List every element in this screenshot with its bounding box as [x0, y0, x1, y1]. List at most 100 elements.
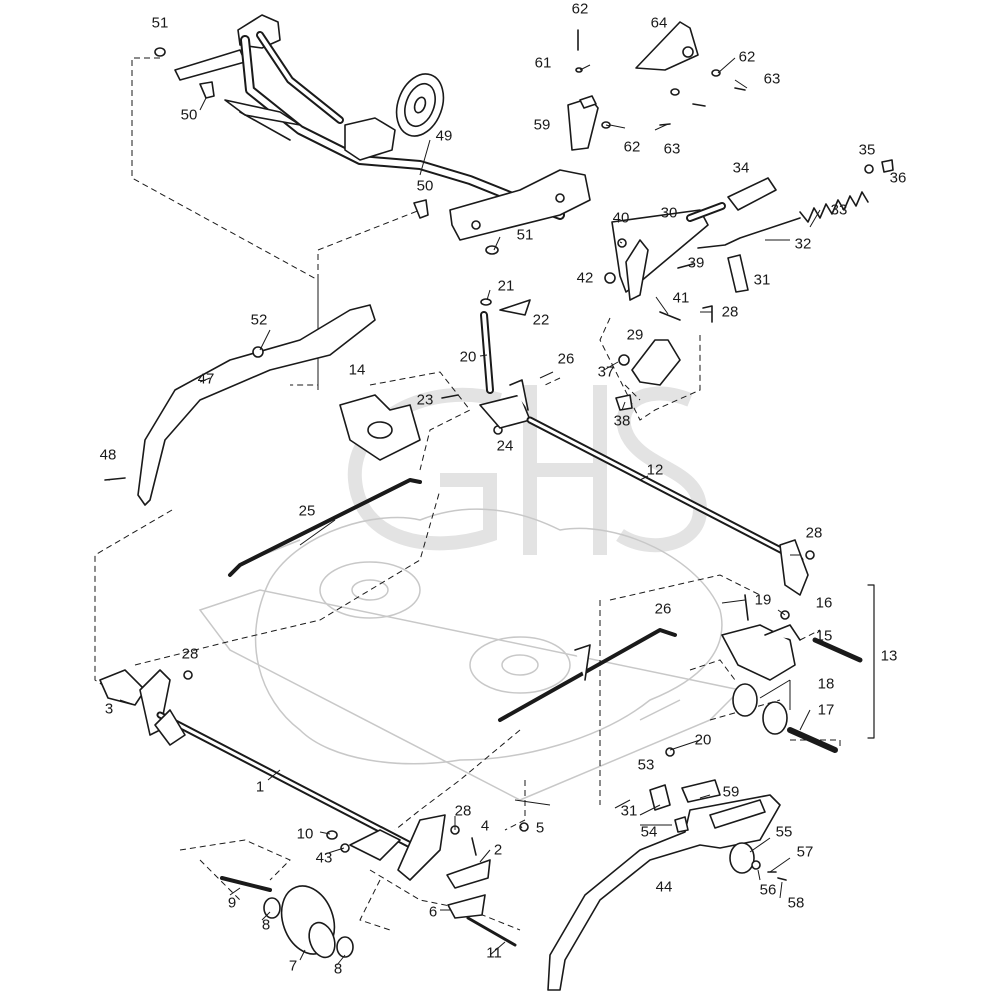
bearing-8-a — [263, 897, 281, 919]
mower-deck-outline — [198, 508, 742, 801]
washer-11 — [326, 830, 338, 840]
bolt-9 — [220, 876, 272, 892]
roller-18-a — [732, 683, 758, 717]
pin-17 — [787, 727, 838, 753]
callout-19: 19 — [754, 591, 772, 609]
screw-63-d — [692, 103, 706, 107]
washer-56 — [751, 860, 761, 870]
callout-28-axle: 28 — [454, 802, 472, 820]
callout-11: 10 — [296, 825, 314, 843]
callout-2: 2 — [493, 841, 503, 859]
washer-39 — [618, 354, 630, 366]
bolt-43 — [659, 311, 681, 321]
roller-18-b — [762, 701, 788, 735]
callout-6: 6 — [428, 903, 438, 921]
callout-50-low: 50 — [416, 177, 434, 195]
callout-43: 41 — [672, 289, 690, 307]
callout-26: 26 — [654, 600, 672, 618]
wheel-7-hub — [308, 921, 336, 959]
nut-5 — [519, 822, 529, 832]
callout-20: 20 — [694, 731, 712, 749]
cross-rod-12-inner — [528, 418, 802, 562]
callout-32: 30 — [660, 204, 678, 222]
callout-17: 17 — [817, 701, 835, 719]
bolt-50-lower — [413, 199, 429, 219]
washer-62-d — [670, 88, 680, 96]
callout-39: 37 — [597, 363, 615, 381]
callout-63-low: 63 — [663, 140, 681, 158]
link-2 — [446, 859, 491, 889]
callout-37: 35 — [858, 141, 876, 159]
washer-62-b — [711, 69, 721, 77]
bracket-12-left-ear — [509, 379, 529, 411]
callout-15: 15 — [815, 627, 833, 645]
nut-38 — [881, 159, 894, 173]
callout-49: 49 — [435, 127, 453, 145]
bracket-29 — [631, 339, 681, 386]
callout-55: 55 — [775, 823, 793, 841]
callout-44: 42 — [576, 269, 594, 287]
washer-44 — [604, 272, 616, 284]
pin-15 — [812, 637, 863, 663]
callout-18: 18 — [817, 675, 835, 693]
callout-38: 36 — [889, 169, 907, 187]
bracket-13 — [721, 624, 796, 681]
washer-62-a — [575, 67, 583, 73]
axle-1-end — [154, 709, 186, 746]
screw-63-c — [659, 123, 671, 126]
callout-42: 40 — [612, 209, 630, 227]
callout-28-front: 28 — [181, 645, 199, 663]
callout-47: 47 — [197, 370, 215, 388]
callout-36: 34 — [732, 159, 750, 177]
callout-61: 59 — [533, 116, 551, 134]
pin-40 — [615, 394, 633, 411]
callout-54: 54 — [640, 823, 658, 841]
callout-25: 24 — [496, 437, 514, 455]
callout-51-top: 51 — [151, 14, 169, 32]
washer-51-top — [154, 47, 166, 57]
callout-48: 48 — [99, 446, 117, 464]
bracket-3 — [99, 669, 146, 706]
callout-5: 5 — [535, 819, 545, 837]
pin-24 — [441, 394, 459, 399]
cap-59 — [681, 779, 721, 803]
callout-8-left: 8 — [261, 916, 271, 934]
clip-23 — [499, 299, 531, 316]
washer-37 — [864, 164, 874, 174]
callout-9: 9 — [227, 894, 237, 912]
callout-31: 31 — [620, 802, 638, 820]
callout-52: 52 — [250, 311, 268, 329]
callout-8-right: 8 — [333, 960, 343, 978]
rod-26-hanger — [574, 644, 591, 681]
callout-27: 25 — [298, 502, 316, 520]
callout-41: 39 — [687, 254, 705, 272]
callout-29: 29 — [626, 326, 644, 344]
grip-36 — [727, 177, 777, 211]
callout-28-rear: 28 — [805, 524, 823, 542]
callout-13: 13 — [880, 647, 898, 665]
nut-20 — [665, 747, 675, 757]
part-shapes — [99, 14, 894, 991]
callout-58: 58 — [787, 894, 805, 912]
callout-51-low: 51 — [516, 226, 534, 244]
callout-62-right: 62 — [738, 48, 756, 66]
callout-10: 11 — [486, 944, 502, 962]
bolt-30 — [702, 305, 713, 323]
link-6 — [447, 894, 486, 919]
nut-28-rear — [805, 550, 815, 560]
callout-34: 32 — [794, 235, 812, 253]
callout-57: 57 — [796, 843, 814, 861]
group-13-bracket — [867, 584, 875, 739]
callout-45: 43 — [315, 849, 333, 867]
washer-22 — [480, 298, 492, 306]
wheel-55 — [729, 842, 755, 874]
arm-47 — [137, 304, 376, 506]
callout-23: 22 — [532, 311, 550, 329]
arm-2-bracket — [397, 814, 446, 881]
callout-21: 20 — [459, 348, 477, 366]
bolt-53 — [649, 784, 671, 811]
lever-plate-32-side — [625, 239, 649, 301]
front-frame-49 — [174, 14, 591, 241]
arm-3 — [139, 669, 171, 736]
